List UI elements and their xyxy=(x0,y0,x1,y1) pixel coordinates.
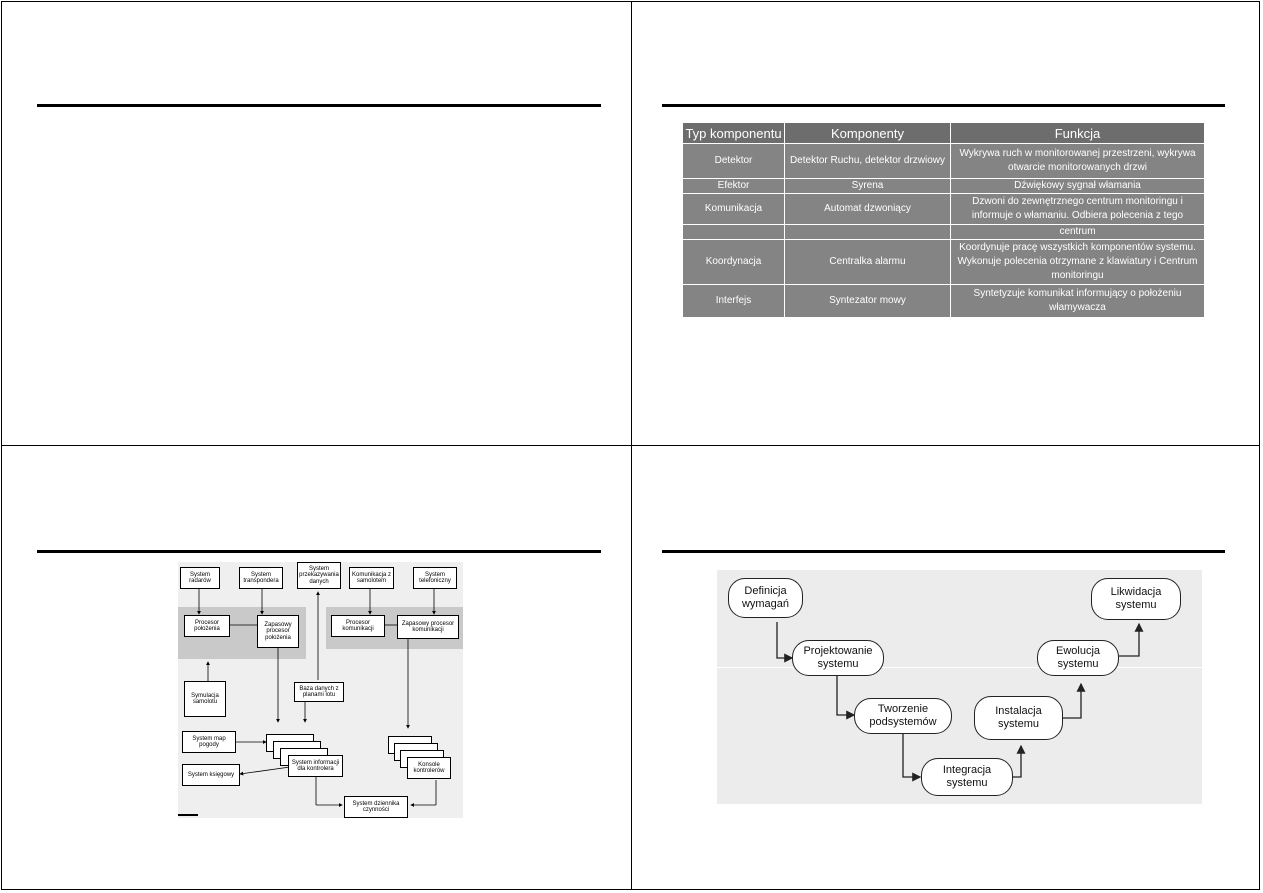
cell-component xyxy=(784,223,951,241)
cell-component: Detektor Ruchu, detektor drzwiowy xyxy=(784,143,951,179)
table-header-row: Typ komponentu Komponenty Funkcja xyxy=(682,122,1205,144)
cell-type: Interfejs xyxy=(682,284,785,318)
header-components: Komponenty xyxy=(784,122,951,144)
cell-component: Centralka alarmu xyxy=(784,239,951,286)
header-function: Funkcja xyxy=(950,122,1205,144)
diagram-connectors xyxy=(197,589,437,807)
position-processor-box: Procesor położenia xyxy=(184,615,230,637)
cell-type: Komunikacja xyxy=(682,193,785,225)
slide-4-title-rule xyxy=(662,550,1225,553)
activity-log-system-box: System dziennika czynności xyxy=(344,796,408,818)
phone-system-box: System telefoniczny xyxy=(413,567,457,589)
lifecycle-arrows xyxy=(776,622,1144,782)
table-row: Koordynacja Centralka alarmu Koordynuje … xyxy=(682,239,1205,286)
subsystem-development-stage: Tworzenie podsystemów xyxy=(854,698,952,734)
controller-consoles-box: Konsole kontrolerów xyxy=(407,757,451,779)
slide-3-title-rule xyxy=(37,550,601,553)
cell-function: Wykrywa ruch w monitorowanej przestrzeni… xyxy=(950,143,1205,179)
system-evolution-stage: Ewolucja systemu xyxy=(1037,640,1119,676)
slide-2-title-rule xyxy=(662,104,1225,107)
data-transfer-system-box: System przekazywania danych xyxy=(297,562,341,589)
backup-position-processor-box: Zapasowy procesor położenia xyxy=(257,615,299,648)
backup-comm-processor-box: Zapasowy procesor komunikacji xyxy=(397,615,459,639)
flight-plan-db-box: Baza danych z planami lotu xyxy=(294,682,344,702)
weather-map-system-box: System map pogody xyxy=(182,731,236,753)
cell-component: Automat dzwoniący xyxy=(784,193,951,225)
table-row: Efektor Syrena Dźwiękowy sygnał włamania xyxy=(682,177,1205,195)
transponder-system-box: System transpondera xyxy=(239,567,283,589)
aircraft-simulation-box: Symulacja samolotu xyxy=(184,681,226,717)
cell-type xyxy=(682,223,785,241)
atc-system-diagram: System radarów System transpondera Syste… xyxy=(178,562,463,818)
cell-component: Syntezator mowy xyxy=(784,284,951,318)
table-row: Interfejs Syntezator mowy Syntetyzuje ko… xyxy=(682,284,1205,318)
cell-function: Koordynuje pracę wszystkich komponentów … xyxy=(950,239,1205,286)
cell-type: Detektor xyxy=(682,143,785,179)
system-installation-stage: Instalacja systemu xyxy=(974,696,1063,740)
cell-function: Dźwiękowy sygnał włamania xyxy=(950,177,1205,195)
cell-function: centrum xyxy=(950,223,1205,241)
cell-function: Dzwoni do zewnętrznego centrum monitorin… xyxy=(950,193,1205,225)
radar-system-box: System radarów xyxy=(180,567,220,589)
cell-function: Syntetyzuje komunikat informujący o poło… xyxy=(950,284,1205,318)
cell-type: Koordynacja xyxy=(682,239,785,286)
table-row: Komunikacja Automat dzwoniący Dzwoni do … xyxy=(682,193,1205,225)
scan-line xyxy=(717,667,1202,668)
system-design-stage: Projektowanie systemu xyxy=(792,640,884,676)
aircraft-comm-box: Komunikacja z samolotem xyxy=(349,567,394,589)
cell-component: Syrena xyxy=(784,177,951,195)
table-row: Detektor Detektor Ruchu, detektor drzwio… xyxy=(682,143,1205,179)
comm-processor-box: Procesor komunikacji xyxy=(331,615,385,637)
component-table: Typ komponentu Komponenty Funkcja Detekt… xyxy=(682,122,1205,318)
controller-info-system-box: System informacji dla kontrolera xyxy=(288,755,343,777)
system-integration-stage: Integracja systemu xyxy=(921,758,1013,796)
horizontal-divider xyxy=(1,445,1260,446)
cell-type: Efektor xyxy=(682,177,785,195)
diagram-caption-mark xyxy=(178,814,198,816)
system-decommission-stage: Likwidacja systemu xyxy=(1091,578,1181,620)
slide-1-title-rule xyxy=(37,104,601,107)
table-row: centrum xyxy=(682,223,1205,241)
billing-system-box: System księgowy xyxy=(182,764,240,786)
requirements-definition-stage: Definicja wymagań xyxy=(728,578,803,618)
system-lifecycle-diagram: Definicja wymagań Projektowanie systemu … xyxy=(717,570,1202,804)
header-type: Typ komponentu xyxy=(682,122,785,144)
